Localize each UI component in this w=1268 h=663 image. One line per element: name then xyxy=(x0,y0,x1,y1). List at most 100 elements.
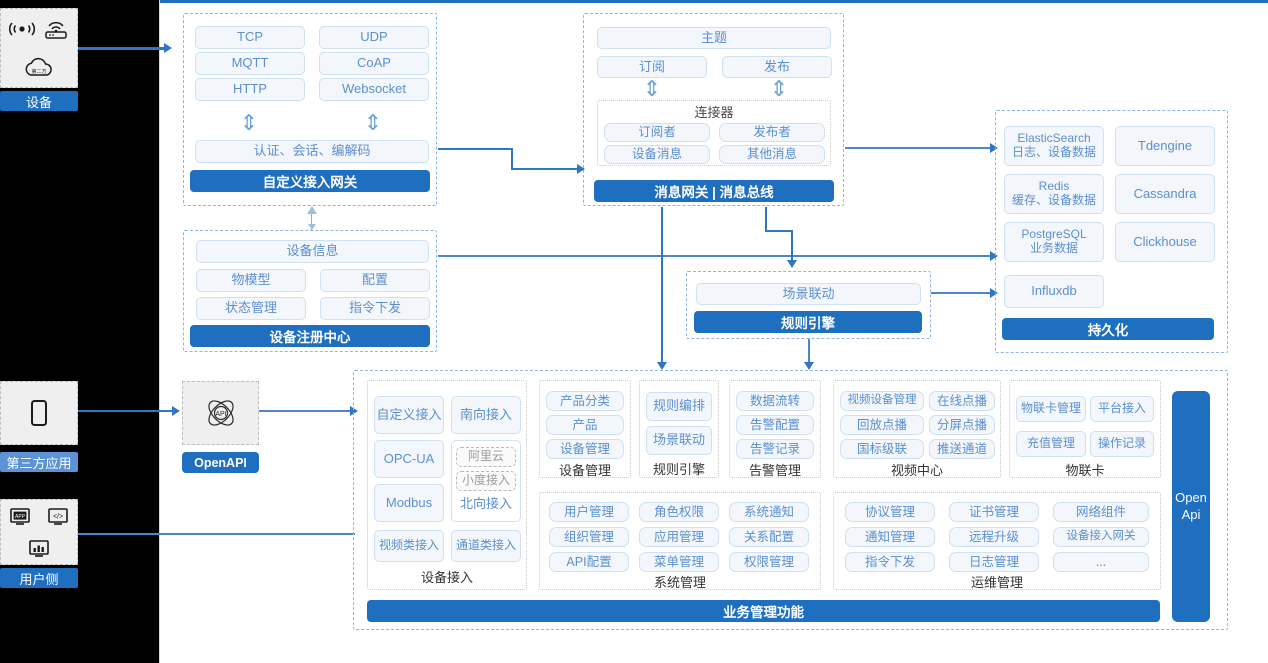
pill-protocol-http[interactable]: HTTP xyxy=(195,78,305,101)
connector-rules-to-persistence xyxy=(931,292,995,294)
pill-playback-vod[interactable]: 回放点播 xyxy=(840,415,924,435)
pill-protocol-mqtt[interactable]: MQTT xyxy=(195,52,305,75)
connector-gateway-to-bus-v xyxy=(511,148,513,170)
store-name: ElasticSearch xyxy=(1017,131,1091,146)
svg-text:API: API xyxy=(215,411,226,418)
pill-channel-access[interactable]: 通道类接入 xyxy=(451,530,521,562)
chart-monitor-icon xyxy=(1,534,77,564)
pill-platform-access[interactable]: 平台接入 xyxy=(1090,396,1154,422)
pill-iot-card-manage[interactable]: 物联卡管理 xyxy=(1016,396,1086,422)
pill-recharge-manage[interactable]: 充值管理 xyxy=(1016,431,1086,457)
group-device-manage xyxy=(539,380,631,478)
pill-store-elasticsearch[interactable]: ElasticSearch 日志、设备数据 xyxy=(1004,126,1104,166)
pill-command-dispatch[interactable]: 指令下发 xyxy=(320,297,430,320)
pill-role-privilege[interactable]: 角色权限 xyxy=(639,502,719,522)
pill-protocol-manage[interactable]: 协议管理 xyxy=(845,502,935,522)
pill-menu-manage[interactable]: 菜单管理 xyxy=(639,552,719,572)
rail-label-third-party: 第三方应用 xyxy=(0,452,78,472)
pill-push-channel[interactable]: 推送通道 xyxy=(929,439,995,459)
pill-product[interactable]: 产品 xyxy=(546,415,624,435)
pill-store-cassandra[interactable]: Cassandra xyxy=(1115,174,1215,214)
pill-device-message[interactable]: 设备消息 xyxy=(604,145,710,164)
pill-device-info[interactable]: 设备信息 xyxy=(196,240,429,263)
pill-online-vod[interactable]: 在线点播 xyxy=(929,391,995,411)
pill-user-manage[interactable]: 用户管理 xyxy=(549,502,629,522)
pill-rule-orchestration[interactable]: 规则编排 xyxy=(646,392,712,421)
pill-publisher[interactable]: 发布者 xyxy=(719,123,825,142)
bar-custom-access-gateway[interactable]: 自定义接入网关 xyxy=(190,170,430,192)
pill-protocol-tcp[interactable]: TCP xyxy=(195,26,305,49)
pill-publish[interactable]: 发布 xyxy=(722,56,832,78)
pill-topic[interactable]: 主题 xyxy=(597,27,831,49)
pill-store-clickhouse[interactable]: Clickhouse xyxy=(1115,222,1215,262)
group-rule-engine-functions xyxy=(639,380,719,478)
pill-protocol-udp[interactable]: UDP xyxy=(319,26,429,49)
pill-video-access[interactable]: 视频类接入 xyxy=(374,530,444,562)
pill-xiaodu-access[interactable]: 小度接入 xyxy=(456,471,516,491)
pill-modbus[interactable]: Modbus xyxy=(374,484,444,522)
store-sub: 日志、设备数据 xyxy=(1011,145,1096,159)
pill-config[interactable]: 配置 xyxy=(320,269,430,292)
pill-relation-config[interactable]: 关系配置 xyxy=(729,527,809,547)
pill-app-manage[interactable]: 应用管理 xyxy=(639,527,719,547)
sidebar-open-api[interactable]: Open Api xyxy=(1172,391,1210,622)
pill-api-config[interactable]: API配置 xyxy=(549,552,629,572)
pill-custom-access[interactable]: 自定义接入 xyxy=(374,396,444,434)
pill-store-influxdb[interactable]: Influxdb xyxy=(1004,275,1104,308)
connector-bus-to-rules-h xyxy=(765,230,793,232)
pill-alarm-config[interactable]: 告警配置 xyxy=(736,415,814,435)
pill-notify-manage[interactable]: 通知管理 xyxy=(845,527,935,547)
mobile-phone-icon xyxy=(29,399,49,427)
pill-state-manage[interactable]: 状态管理 xyxy=(196,297,306,320)
store-sub: 缓存、设备数据 xyxy=(1011,193,1096,207)
pill-privilege-manage[interactable]: 权限管理 xyxy=(729,552,809,572)
pill-device-manage[interactable]: 设备管理 xyxy=(546,439,624,459)
rail-card-devices: 第二方 xyxy=(0,8,78,88)
arrow-bus-to-rules xyxy=(787,260,797,268)
pill-protocol-coap[interactable]: CoAP xyxy=(319,52,429,75)
pill-data-flow[interactable]: 数据流转 xyxy=(736,391,814,411)
pill-aliyun[interactable]: 阿里云 xyxy=(456,447,516,467)
pill-device-access-gateway[interactable]: 设备接入网关 xyxy=(1053,527,1149,547)
pill-thing-model[interactable]: 物模型 xyxy=(196,269,306,292)
pill-subscriber[interactable]: 订阅者 xyxy=(604,123,710,142)
pill-more-ellipsis[interactable]: ... xyxy=(1053,552,1149,572)
pill-org-manage[interactable]: 组织管理 xyxy=(549,527,629,547)
pill-protocol-websocket[interactable]: Websocket xyxy=(319,78,429,101)
bar-persistence[interactable]: 持久化 xyxy=(1002,318,1214,340)
pill-system-notice[interactable]: 系统通知 xyxy=(729,502,809,522)
bar-business-management[interactable]: 业务管理功能 xyxy=(367,600,1160,622)
pill-auth-session-codec[interactable]: 认证、会话、编解码 xyxy=(195,140,429,163)
pill-alarm-record[interactable]: 告警记录 xyxy=(736,439,814,459)
open-api-line2: Api xyxy=(1181,506,1201,522)
pill-split-screen-vod[interactable]: 分屏点播 xyxy=(929,415,995,435)
rail-label-devices-text: 设备 xyxy=(25,94,52,110)
connector-registry-to-persistence xyxy=(438,255,995,257)
pill-product-category[interactable]: 产品分类 xyxy=(546,391,624,411)
pill-store-tdengine[interactable]: Tdengine xyxy=(1115,126,1215,166)
pill-gb-cascade[interactable]: 国标级联 xyxy=(840,439,924,459)
caption-device-access: 设备接入 xyxy=(420,569,473,585)
pill-opc-ua[interactable]: OPC-UA xyxy=(374,440,444,478)
pill-command-dispatch-ops[interactable]: 指令下发 xyxy=(845,552,935,572)
pill-southbound-access[interactable]: 南向接入 xyxy=(451,396,521,434)
badge-openapi[interactable]: OpenAPI xyxy=(182,452,259,473)
pill-operation-record[interactable]: 操作记录 xyxy=(1090,431,1154,457)
pill-store-redis[interactable]: Redis 缓存、设备数据 xyxy=(1004,174,1104,214)
bar-rule-engine[interactable]: 规则引擎 xyxy=(694,311,922,333)
bar-message-gateway-bus[interactable]: 消息网关 | 消息总线 xyxy=(594,180,834,202)
double-arrow-right-gateway: ⇕ xyxy=(363,110,383,135)
pill-video-device-manage[interactable]: 视频设备管理 xyxy=(840,391,924,411)
bar-device-registry-center[interactable]: 设备注册中心 xyxy=(190,325,430,347)
pill-network-component[interactable]: 网络组件 xyxy=(1053,502,1149,522)
pill-cert-manage[interactable]: 证书管理 xyxy=(949,502,1039,522)
arrow-thirdparty-to-openapi xyxy=(172,406,180,416)
pill-scene-linkage-biz[interactable]: 场景联动 xyxy=(646,426,712,455)
pill-other-message[interactable]: 其他消息 xyxy=(719,145,825,164)
group-iot-card xyxy=(1009,380,1161,478)
pill-subscribe[interactable]: 订阅 xyxy=(597,56,707,78)
pill-store-postgresql[interactable]: PostgreSQL 业务数据 xyxy=(1004,222,1104,262)
pill-remote-upgrade[interactable]: 远程升级 xyxy=(949,527,1039,547)
pill-log-manage[interactable]: 日志管理 xyxy=(949,552,1039,572)
pill-scene-linkage[interactable]: 场景联动 xyxy=(696,283,921,305)
